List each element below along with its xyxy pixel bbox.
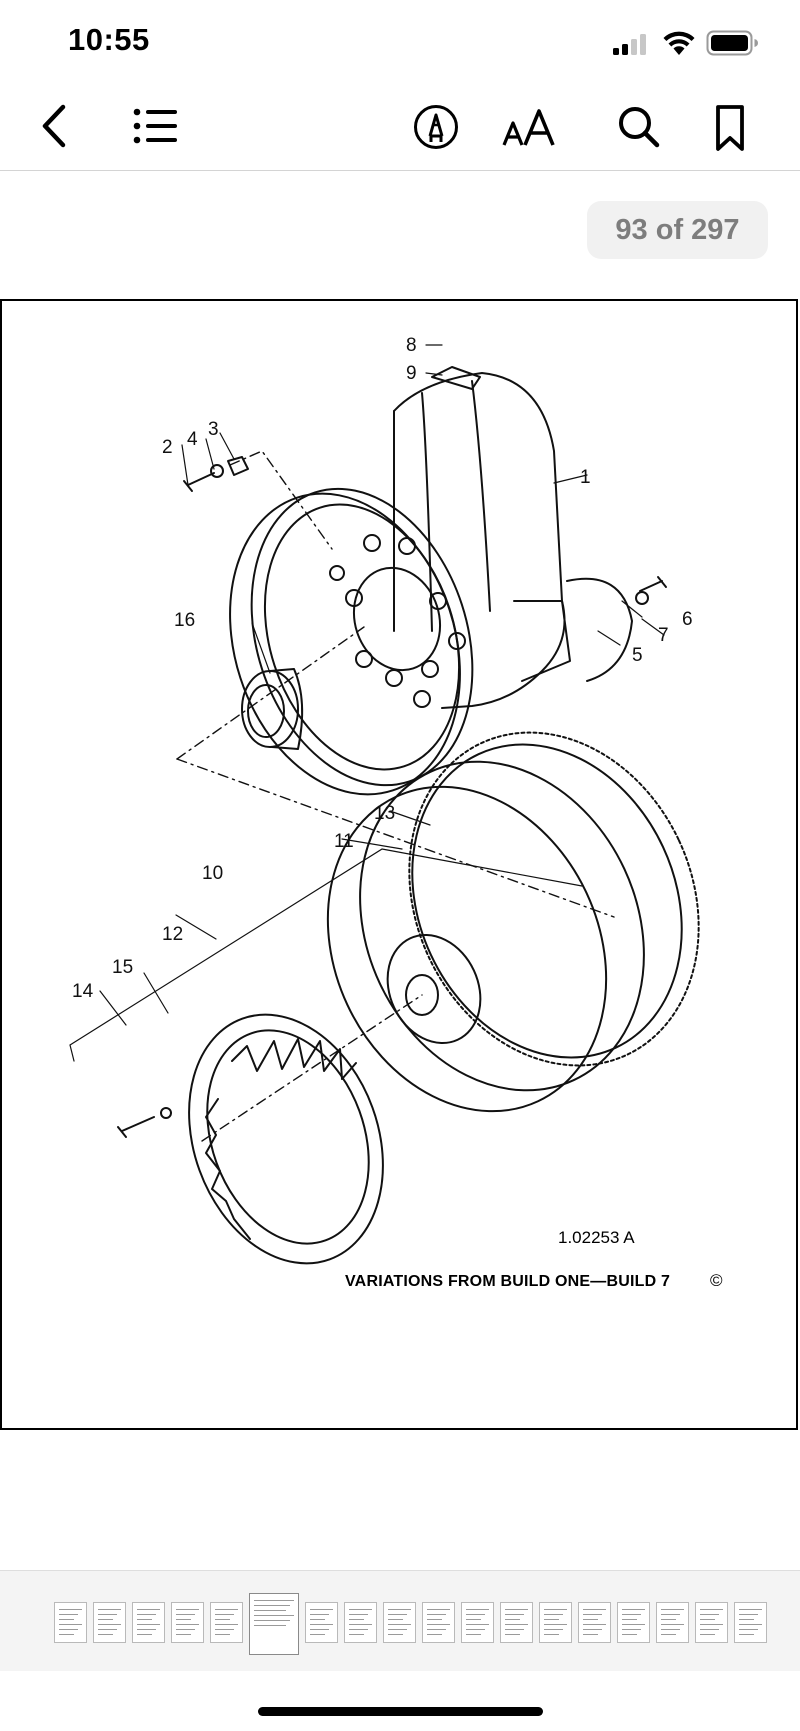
home-indicator: [258, 1707, 543, 1716]
callout-labels: 8 9 1 2 3 4 5 6 7 10 11 12 13 14 15 16: [72, 335, 693, 1002]
page-thumbnail[interactable]: [54, 1602, 87, 1643]
page-thumbnail[interactable]: [210, 1602, 243, 1643]
page-thumbnail-strip[interactable]: [0, 1570, 800, 1671]
callout-label: 1: [580, 467, 591, 488]
page-thumbnail[interactable]: [132, 1602, 165, 1643]
page-thumbnail[interactable]: [500, 1602, 533, 1643]
markup-button[interactable]: [412, 103, 460, 151]
page-thumbnail[interactable]: [93, 1602, 126, 1643]
figure-caption: VARIATIONS FROM BUILD ONE—BUILD 7: [345, 1273, 671, 1290]
callout-label: 8: [406, 335, 417, 356]
text-size-button[interactable]: [500, 100, 560, 152]
document-page: 8 9 1 2 3 4 5 6 7 10 11 12 13 14 15 16: [0, 299, 798, 1430]
callout-label: 15: [112, 957, 133, 978]
page-thumbnail[interactable]: [305, 1602, 338, 1643]
callout-label: 11: [334, 831, 354, 852]
back-button[interactable]: [34, 100, 74, 152]
table-of-contents-button[interactable]: [130, 104, 180, 148]
back-chevron-icon: [42, 104, 66, 148]
toolbar-divider: [0, 170, 800, 171]
callout-label: 12: [162, 924, 183, 945]
page-counter[interactable]: 93 of 297: [587, 201, 768, 259]
callout-label: 5: [632, 645, 643, 666]
figure-number: 1.02253 A: [558, 1228, 635, 1247]
callout-label: 13: [374, 803, 395, 824]
callout-label: 4: [187, 429, 198, 450]
status-time: 10:55: [68, 22, 150, 57]
page-thumbnail[interactable]: [617, 1602, 650, 1643]
copyright-mark: ©: [710, 1271, 723, 1290]
exploded-parts-diagram: 8 9 1 2 3 4 5 6 7 10 11 12 13 14 15 16: [69, 335, 700, 1265]
battery-icon: [706, 30, 760, 56]
page-thumbnail[interactable]: [383, 1602, 416, 1643]
page-thumbnail[interactable]: [171, 1602, 204, 1643]
page-thumbnail[interactable]: [656, 1602, 689, 1643]
page-thumbnail[interactable]: [461, 1602, 494, 1643]
wifi-icon: [662, 30, 696, 56]
page-thumbnail-current[interactable]: [249, 1593, 299, 1655]
search-button[interactable]: [614, 102, 664, 152]
callout-label: 10: [202, 863, 223, 884]
cellular-signal-icon: [613, 33, 649, 55]
markup-pen-icon: [414, 105, 458, 149]
page-thumbnail[interactable]: [734, 1602, 767, 1643]
page-thumbnail[interactable]: [578, 1602, 611, 1643]
callout-label: 14: [72, 981, 94, 1002]
callout-label: 3: [208, 419, 219, 440]
bookmark-button[interactable]: [710, 102, 750, 154]
callout-label: 7: [658, 625, 669, 646]
callout-label: 16: [174, 610, 195, 631]
text-size-icon: [502, 109, 555, 146]
callout-label: 2: [162, 437, 173, 458]
page-thumbnail[interactable]: [344, 1602, 377, 1643]
page-thumbnail[interactable]: [539, 1602, 572, 1643]
bookmark-icon: [716, 105, 744, 151]
callout-label: 6: [682, 609, 693, 630]
table-of-contents-icon: [133, 108, 177, 144]
search-icon: [619, 107, 660, 148]
page-thumbnail[interactable]: [695, 1602, 728, 1643]
page-thumbnail[interactable]: [422, 1602, 455, 1643]
callout-label: 9: [406, 363, 417, 384]
